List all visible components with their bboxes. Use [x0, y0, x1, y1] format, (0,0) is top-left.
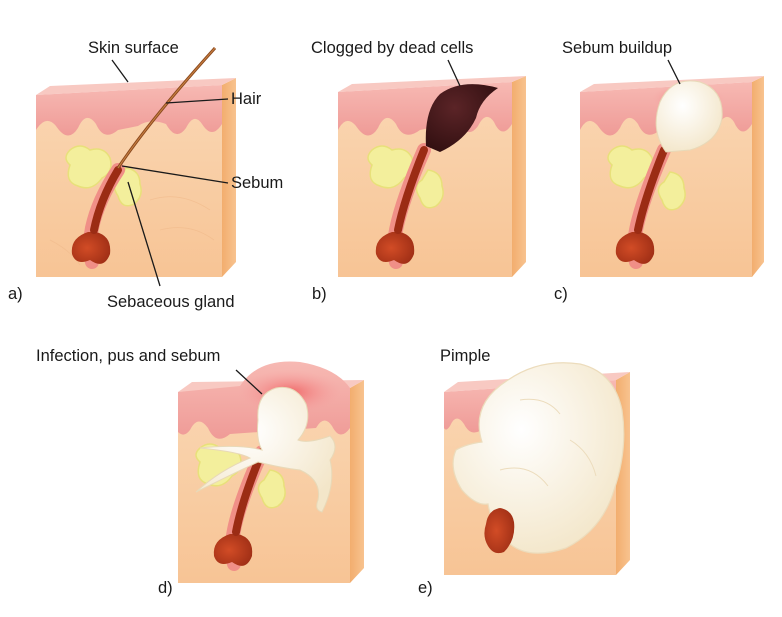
- leader-clogged: [447, 59, 461, 87]
- pimple-bulb-shape: [484, 508, 515, 554]
- leader-infection: [235, 369, 263, 395]
- leader-skin-surface: [111, 59, 129, 83]
- pus-sebum-shape: [195, 386, 336, 513]
- panel-label-b: b): [312, 285, 327, 303]
- panel-label-c: c): [554, 285, 568, 303]
- label-hair: Hair: [231, 90, 262, 108]
- panel-c-skin-block: [580, 76, 764, 277]
- leader-hair: [165, 98, 229, 104]
- leader-sebum: [121, 165, 229, 184]
- leader-lines: [111, 59, 681, 395]
- label-sebaceous-gland: Sebaceous gland: [107, 293, 235, 311]
- label-skin-surface: Skin surface: [88, 39, 179, 57]
- label-sebum-buildup: Sebum buildup: [562, 39, 673, 57]
- label-pimple: Pimple: [440, 347, 491, 365]
- panel-a-skin-block: [36, 46, 236, 277]
- sebum-buildup-shape: [655, 80, 723, 153]
- panel-label-e: e): [418, 579, 433, 597]
- leader-sebaceous-gland: [127, 181, 161, 287]
- leader-sebum-buildup: [667, 59, 681, 85]
- sebaceous-gland-shape: [65, 145, 112, 189]
- label-clogged-by-dead-cells: Clogged by dead cells: [311, 39, 474, 57]
- panel-label-a: a): [8, 285, 23, 303]
- panel-d-skin-block: [178, 361, 364, 583]
- panel-b-skin-block: [338, 76, 526, 277]
- panel-label-d: d): [158, 579, 173, 597]
- panel-e-skin-block: [444, 362, 630, 575]
- label-infection-pus-sebum: Infection, pus and sebum: [36, 347, 221, 365]
- pimple-shape: [452, 362, 625, 554]
- label-sebum: Sebum: [231, 174, 284, 192]
- dead-cell-plug-shape: [425, 84, 498, 152]
- hair-bulb-shape: [71, 232, 111, 264]
